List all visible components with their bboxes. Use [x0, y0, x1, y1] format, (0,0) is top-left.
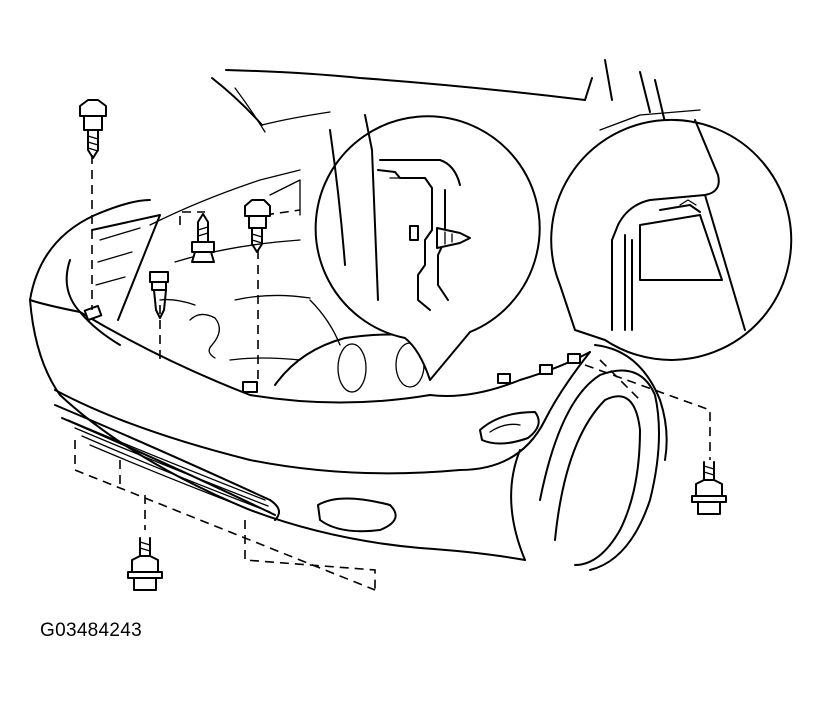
- detail-view-clip-section: [314, 114, 541, 381]
- bolt-inner-center: [244, 199, 271, 253]
- engine-bay: [149, 169, 341, 361]
- clip-pin: [149, 271, 169, 319]
- raised-hood: [211, 59, 669, 136]
- front-wheel: [539, 344, 668, 571]
- windshield-edge: [599, 109, 701, 131]
- lower-grille: [54, 404, 280, 521]
- left-fender: [29, 199, 161, 321]
- fog-lamp: [317, 497, 397, 533]
- bumper-clips: [83, 304, 581, 393]
- detail-view-fender-bracket: [550, 118, 793, 361]
- figure-code-label: G03484243: [40, 620, 143, 641]
- bolt-bottom-left: [127, 537, 163, 591]
- bolt-inner-left: [191, 213, 215, 263]
- bolt-top-left: [79, 99, 107, 159]
- bolt-bottom-right: [691, 461, 727, 515]
- side-marker-lamp: [479, 411, 540, 445]
